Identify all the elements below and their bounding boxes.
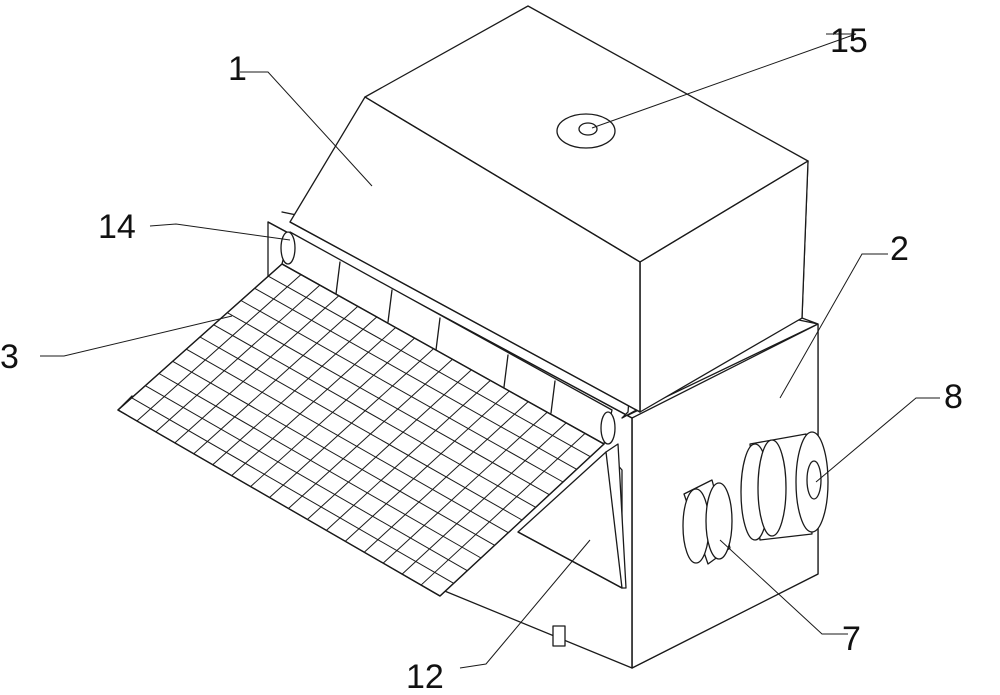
side-port-large bbox=[741, 432, 828, 540]
side-port-small bbox=[683, 480, 732, 564]
label-15: 15 bbox=[830, 22, 868, 60]
label-2: 2 bbox=[890, 230, 909, 268]
label-12: 12 bbox=[406, 658, 444, 695]
label-1: 1 bbox=[228, 50, 247, 88]
top-knob bbox=[557, 114, 615, 148]
label-14: 14 bbox=[98, 208, 136, 246]
label-3: 3 bbox=[0, 338, 19, 376]
label-8: 8 bbox=[944, 378, 963, 416]
foot bbox=[553, 626, 565, 646]
label-7: 7 bbox=[842, 620, 861, 658]
